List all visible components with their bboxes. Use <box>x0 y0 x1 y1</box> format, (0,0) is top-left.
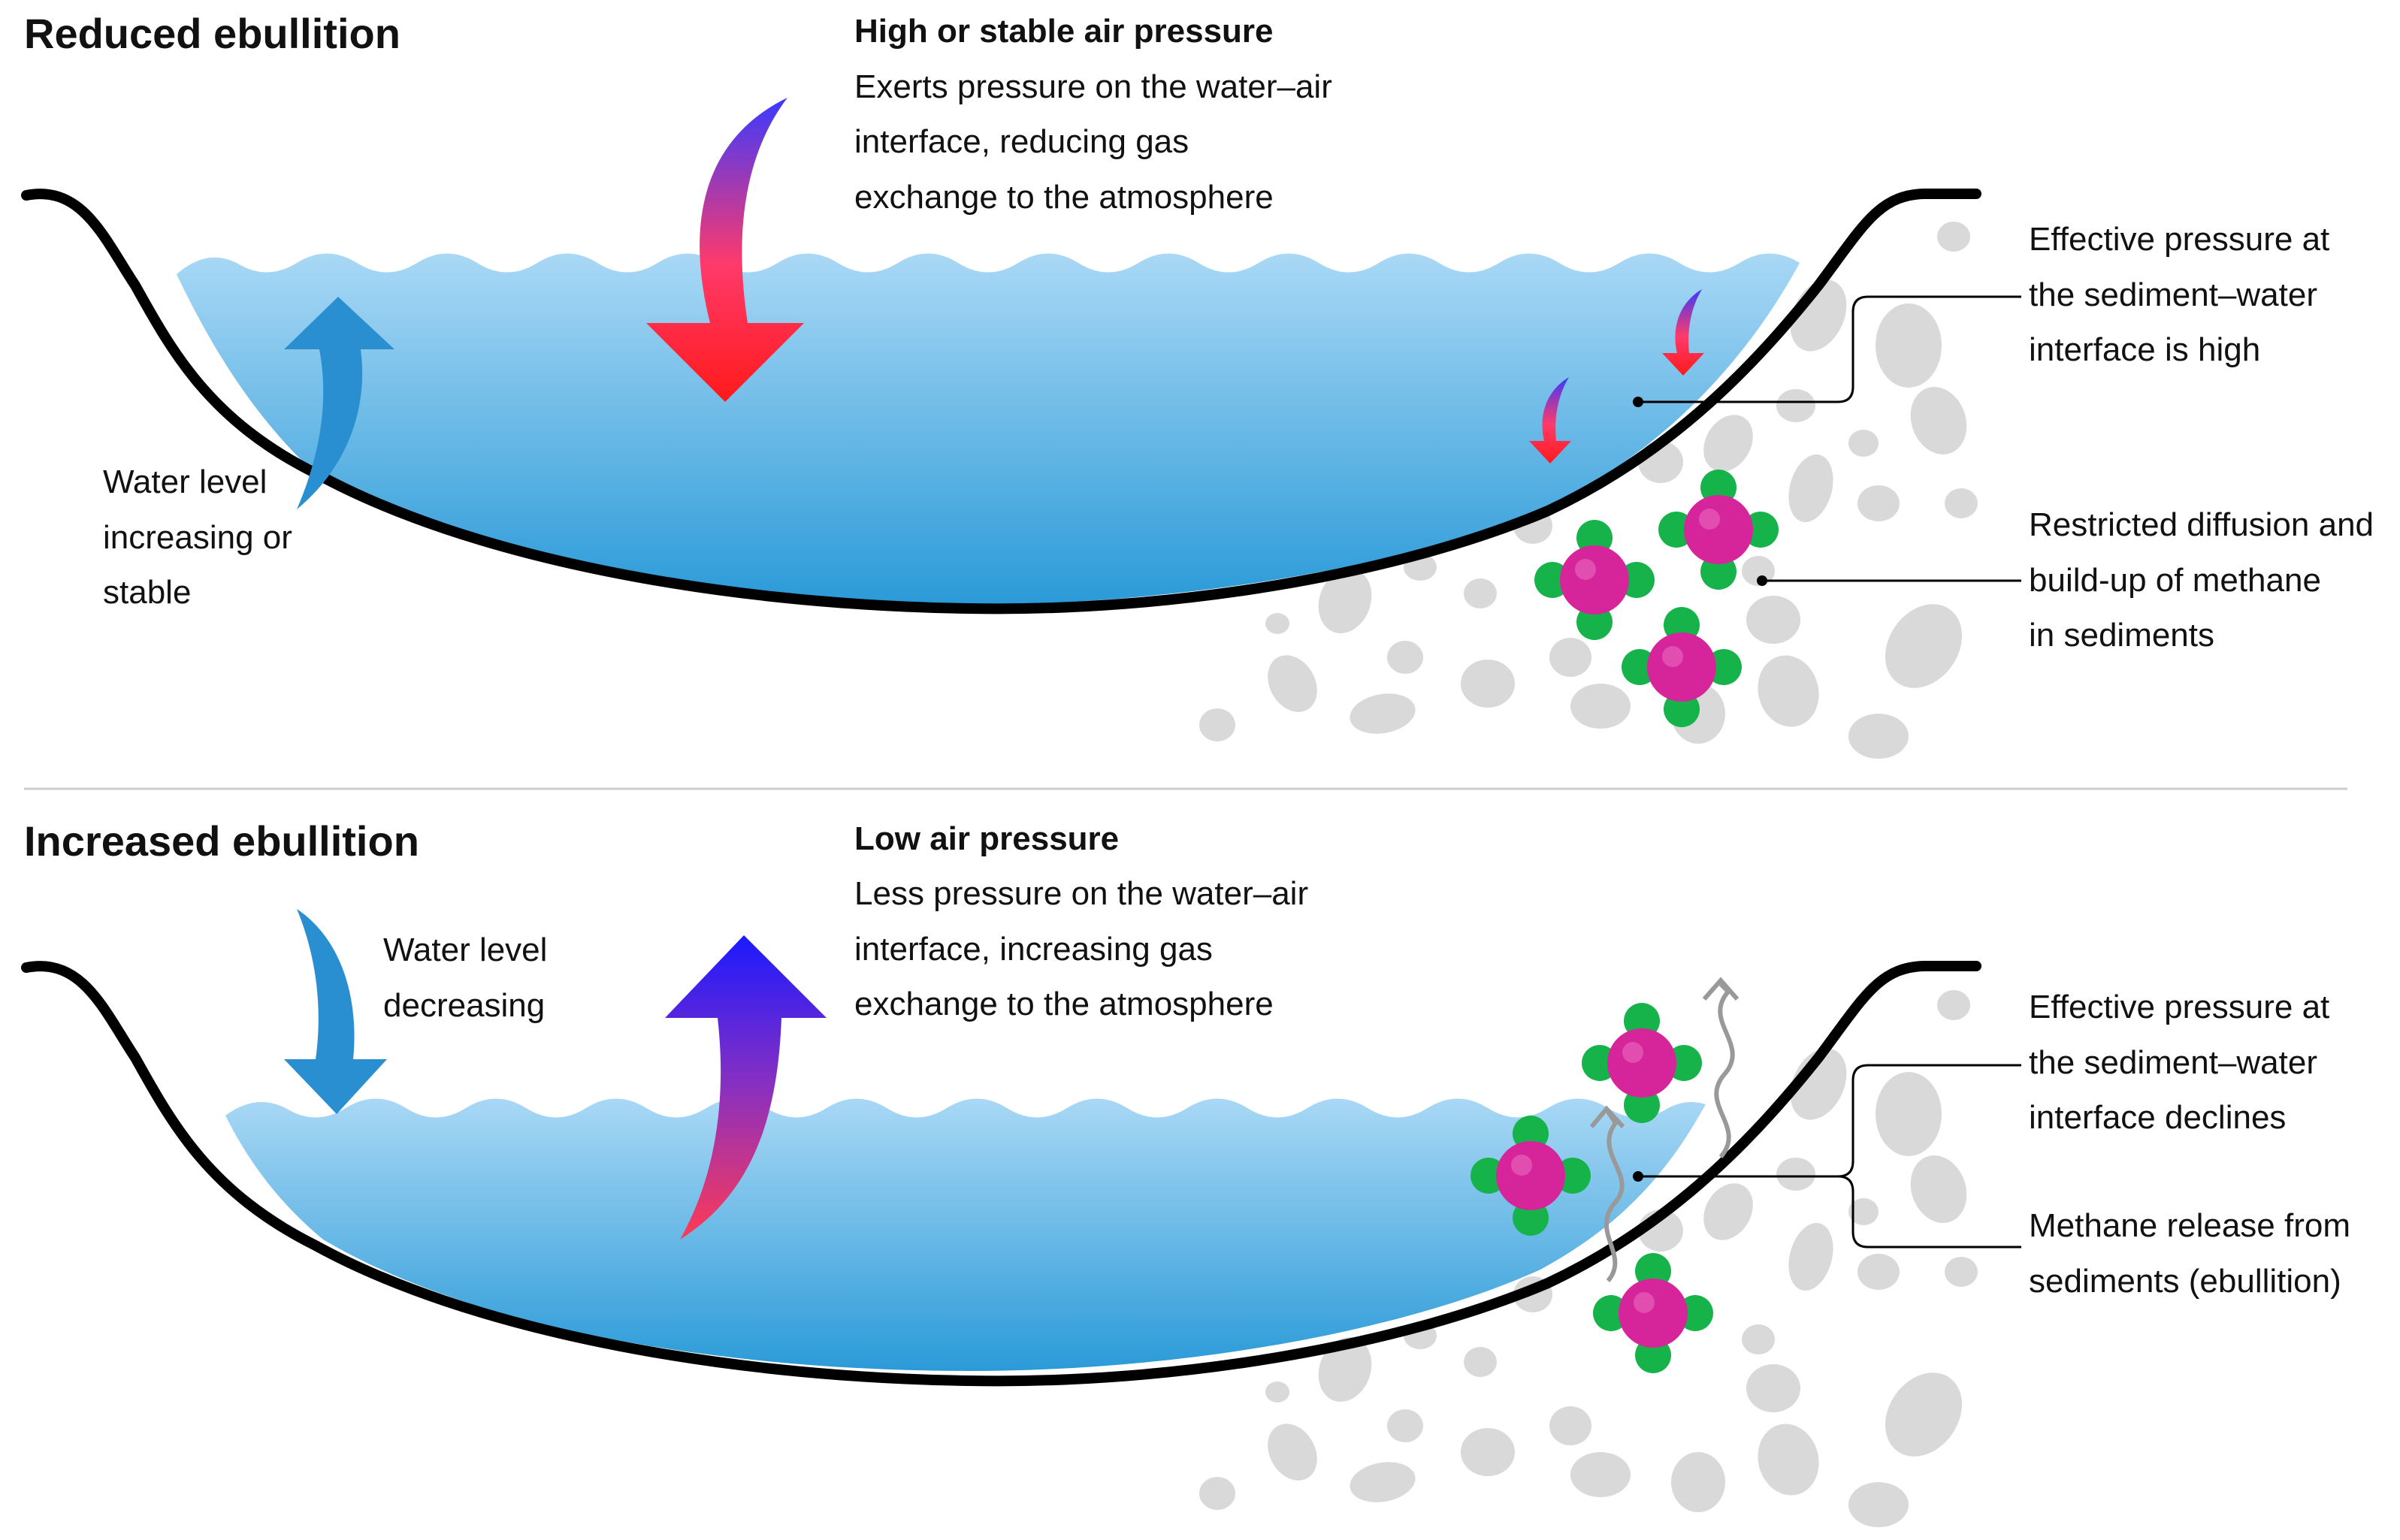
leader-line <box>1638 1064 2021 1178</box>
callout-methane-buildup: Restricted diffusion and <box>2029 506 2374 543</box>
callout-effective-pressure: interface is high <box>2029 331 2260 368</box>
callout-methane-release: Methane release from <box>2029 1207 2350 1244</box>
pressure-desc-line: Less pressure on the water–air <box>854 875 1308 912</box>
water-level-label: decreasing <box>383 987 545 1024</box>
callout-effective-pressure: interface declines <box>2029 1099 2286 1136</box>
leader-dot <box>1633 1171 1643 1182</box>
pressure-desc-line: exchange to the atmosphere <box>854 179 1274 216</box>
methane-molecule <box>1593 1253 1713 1373</box>
water-level-label: Water level <box>383 932 547 968</box>
methane-molecule <box>1534 520 1655 640</box>
panel-title: Reduced ebullition <box>24 10 401 57</box>
lake-water <box>177 253 1800 605</box>
callout-methane-release: sediments (ebullition) <box>2029 1263 2341 1300</box>
shoreline <box>21 961 1981 1387</box>
panel-increased-ebullition: Increased ebullition Low air pressure Le… <box>21 817 2350 1527</box>
callout-effective-pressure: the sediment–water <box>2029 276 2317 313</box>
pressure-desc-line: interface, increasing gas <box>854 931 1213 968</box>
shoreline <box>21 189 1981 614</box>
bubble-trail <box>1714 982 1735 1158</box>
callout-methane-buildup: in sediments <box>2029 617 2214 654</box>
water-level-label: increasing or <box>103 519 292 556</box>
leader-dot <box>1757 575 1767 586</box>
pressure-heading: Low air pressure <box>854 820 1119 857</box>
pressure-desc-line: exchange to the atmosphere <box>854 986 1274 1022</box>
water-level-label: Water level <box>103 464 267 500</box>
lake-water <box>225 1098 1706 1371</box>
callout-methane-buildup: build-up of methane <box>2029 562 2321 599</box>
water-level-down-arrow-icon <box>284 909 387 1114</box>
callout-effective-pressure: Effective pressure at <box>2029 989 2329 1025</box>
bubble-trail <box>1604 1110 1625 1282</box>
leader-dot <box>1633 397 1643 407</box>
pressure-desc-line: interface, reducing gas <box>854 123 1189 160</box>
panel-reduced-ebullition: Reduced ebullition High or stable air pr… <box>21 10 2374 759</box>
bubble-trail-arrowhead <box>1589 1105 1625 1129</box>
pressure-heading: High or stable air pressure <box>854 13 1274 50</box>
small-pressure-arrow-icon <box>1662 289 1704 376</box>
water-level-up-arrow-icon <box>284 297 394 509</box>
callout-effective-pressure: Effective pressure at <box>2029 221 2329 258</box>
small-pressure-arrow-icon <box>1529 377 1571 464</box>
leader-line <box>1837 1175 2021 1249</box>
water-level-label: stable <box>103 574 191 611</box>
leader-line <box>1638 295 2021 403</box>
callout-effective-pressure: the sediment–water <box>2029 1044 2317 1081</box>
high-pressure-arrow-icon <box>646 98 804 402</box>
pressure-desc-line: Exerts pressure on the water–air <box>854 68 1332 105</box>
low-pressure-arrow-icon <box>665 935 827 1240</box>
bubble-trail-arrowhead <box>1702 977 1740 1001</box>
panel-title: Increased ebullition <box>24 817 419 865</box>
